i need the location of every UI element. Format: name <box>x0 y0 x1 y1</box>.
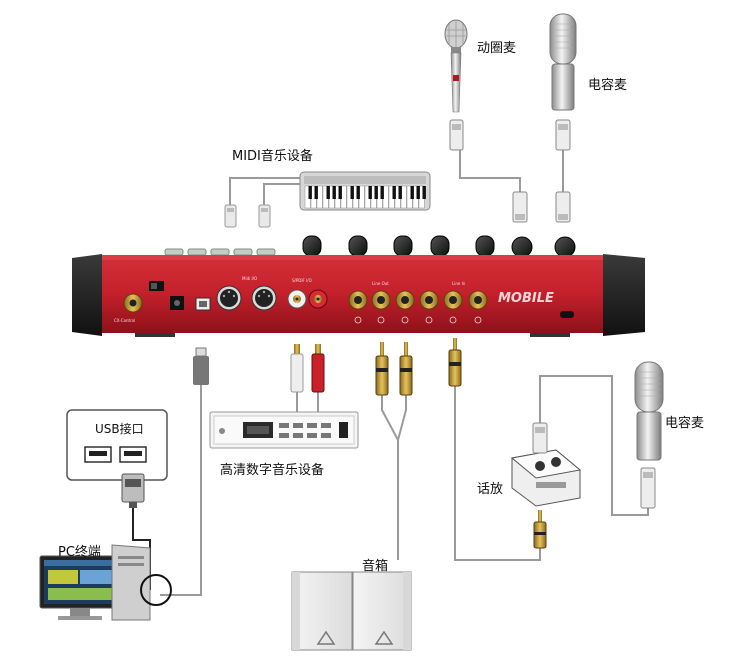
midi-din-out <box>251 285 277 311</box>
hd-digital-device <box>209 411 359 449</box>
label-condenser-mic-top: 电容麦 <box>588 78 628 93</box>
svg-text:CX-Control: CX-Control <box>114 318 135 323</box>
midi-plug-2 <box>258 204 271 228</box>
midi-cable-2 <box>263 183 300 208</box>
black-key <box>350 186 354 199</box>
top-button <box>164 248 184 256</box>
condenser-mic-top-xlr-female <box>555 119 571 151</box>
top-button <box>233 248 253 256</box>
condenser-mic-right-xlr <box>640 467 656 509</box>
line-jack <box>443 290 463 324</box>
black-key <box>392 186 396 199</box>
line-jack <box>419 290 439 324</box>
line-jack <box>468 290 488 324</box>
line-in-plug <box>448 338 462 387</box>
usb-cable-plug <box>193 347 209 385</box>
black-key <box>332 186 336 199</box>
dc-jack <box>170 296 184 310</box>
svg-text:Line Out: Line Out <box>372 281 389 286</box>
rca-plug-red <box>311 344 325 393</box>
label-hd-digital-device: 高清数字音乐设备 <box>220 463 325 478</box>
dynamic-mic-xlr-male <box>512 191 528 223</box>
label-condenser-mic-right: 电容麦 <box>665 416 705 431</box>
line-jack <box>371 290 391 324</box>
midi-keyboard <box>299 171 431 211</box>
top-knob <box>430 235 450 257</box>
top-knob <box>475 235 495 257</box>
line-out-cable-b <box>397 395 407 441</box>
top-right-dials <box>511 236 576 258</box>
rca-plug-white <box>290 344 304 393</box>
top-knob <box>393 235 413 257</box>
label-phantom-power: 话放 <box>477 482 504 497</box>
condenser-mic-top-xlr-male <box>555 191 571 223</box>
black-key <box>380 186 384 199</box>
spdif-rca-white <box>287 289 307 309</box>
ctrl-jack <box>123 293 143 313</box>
speaker-left <box>291 571 353 651</box>
label-pc-terminal: PC终端 <box>58 545 101 560</box>
label-dynamic-mic: 动圈麦 <box>477 41 517 56</box>
black-key <box>326 186 330 199</box>
line-out-plug-a <box>375 342 389 396</box>
black-key <box>398 186 402 199</box>
usb-a-plug <box>121 473 145 508</box>
top-knob <box>302 235 322 257</box>
black-key <box>422 186 426 199</box>
label-speakers: 音箱 <box>362 559 389 574</box>
svg-text:Midi I/O: Midi I/O <box>242 276 257 281</box>
top-knob <box>348 235 368 257</box>
lock-slot <box>560 311 574 318</box>
usb-cable <box>160 385 202 596</box>
line-out-cable-a <box>381 395 399 560</box>
top-button <box>256 248 276 256</box>
svg-text:S/PDIF I/O: S/PDIF I/O <box>292 278 312 283</box>
condenser-mic-top <box>549 13 577 111</box>
midi-din-in <box>216 285 242 311</box>
end-cap-right <box>603 254 645 336</box>
black-key <box>314 186 318 199</box>
svg-text:Line In: Line In <box>452 281 466 286</box>
black-key <box>308 186 312 199</box>
dynamic-mic <box>444 19 468 113</box>
end-cap-left <box>72 254 102 336</box>
phantom-out-plug <box>533 510 547 549</box>
line-jack <box>348 290 368 324</box>
line-out-plug-b <box>399 342 413 396</box>
top-button <box>210 248 230 256</box>
line-jack <box>395 290 415 324</box>
phantom-power-unit <box>510 449 582 507</box>
line-jacks <box>348 290 488 324</box>
usb-port-callout <box>66 409 168 481</box>
usb-port <box>195 297 211 311</box>
midi-keyboard-keys <box>304 185 426 209</box>
dynamic-mic-xlr-female <box>449 119 464 151</box>
black-key <box>368 186 372 199</box>
cables <box>160 150 649 596</box>
spdif-rca-red <box>308 289 328 309</box>
label-midi-device: MIDI音乐设备 <box>232 149 313 164</box>
brand-logo: MOBILE <box>498 291 554 306</box>
label-usb-port: USB接口 <box>95 422 144 436</box>
midi-cable-1 <box>229 177 300 208</box>
black-key <box>416 186 420 199</box>
phantom-cable <box>539 375 649 516</box>
top-button <box>187 248 207 256</box>
condenser-mic-right <box>634 361 664 461</box>
midi-plug-1 <box>224 204 237 228</box>
black-key <box>338 186 342 199</box>
black-key <box>356 186 360 199</box>
dynamic-mic-cable <box>459 150 521 192</box>
speaker-right <box>352 571 412 651</box>
audio-interface: MOBILE CX-Control Midi I/O S/PDIF I/O Li… <box>72 235 645 337</box>
pc-terminal <box>39 544 172 621</box>
phantom-xlr-plug <box>532 422 548 454</box>
black-key <box>374 186 378 199</box>
black-key <box>410 186 414 199</box>
top-knobs <box>164 235 495 257</box>
line-in-cable <box>454 385 541 561</box>
